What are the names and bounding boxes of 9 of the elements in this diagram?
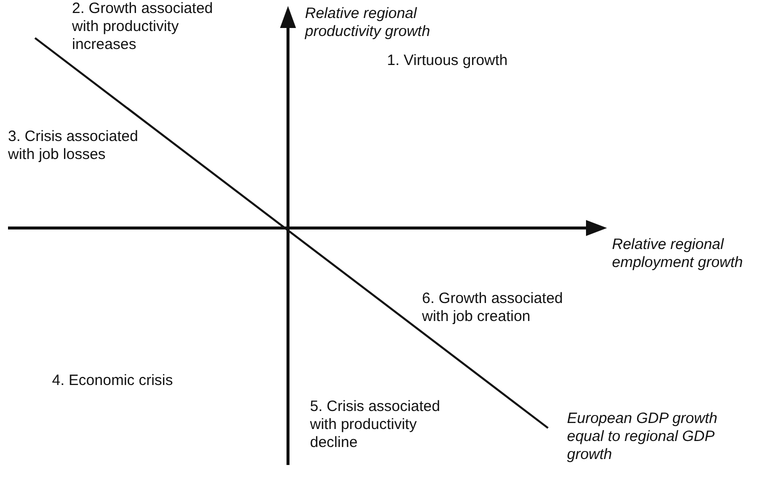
quadrant-label: 4. Economic crisis <box>52 372 174 390</box>
quadrant-label: 5. Crisis associated with productivity decline <box>310 398 442 452</box>
quadrant-label: 2. Growth associated with productivity increases <box>72 0 214 54</box>
line-label: European GDP growth equal to regional GDP growth <box>567 410 718 464</box>
axis-label: Relative regional productivity growth <box>305 5 432 41</box>
quadrant-label: 6. Growth associated with job creation <box>422 290 564 326</box>
axis-label: Relative regional employment growth <box>612 236 744 272</box>
quadrant-label: 3. Crisis associated with job losses <box>8 128 140 164</box>
quadrant-label: 1. Virtuous growth <box>387 52 509 70</box>
